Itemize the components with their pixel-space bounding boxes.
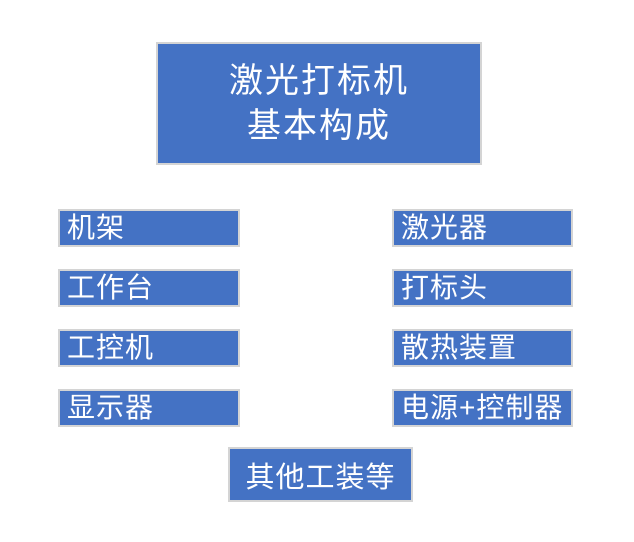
component-label: 电源+控制器	[401, 392, 564, 423]
component-box-frame: 机架	[58, 209, 240, 247]
component-box-display: 显示器	[58, 389, 240, 427]
component-label: 显示器	[67, 392, 155, 423]
component-label: 其他工装等	[245, 461, 396, 494]
component-box-industrial-pc: 工控机	[58, 329, 240, 367]
component-box-laser: 激光器	[392, 209, 573, 247]
component-box-other-tooling: 其他工装等	[228, 447, 413, 502]
component-label: 散热装置	[401, 332, 518, 363]
component-box-cooling-device: 散热装置	[392, 329, 573, 367]
title-line-1: 激光打标机	[229, 61, 409, 100]
component-label: 打标头	[401, 272, 489, 303]
component-label: 机架	[67, 212, 126, 243]
component-label: 工作台	[67, 272, 155, 303]
component-box-power-controller: 电源+控制器	[392, 389, 573, 427]
title-box: 激光打标机 基本构成	[156, 42, 482, 165]
title-line-2: 基本构成	[247, 106, 391, 145]
component-box-marking-head: 打标头	[392, 269, 573, 307]
component-label: 工控机	[67, 332, 155, 363]
component-box-worktable: 工作台	[58, 269, 240, 307]
component-label: 激光器	[401, 212, 489, 243]
